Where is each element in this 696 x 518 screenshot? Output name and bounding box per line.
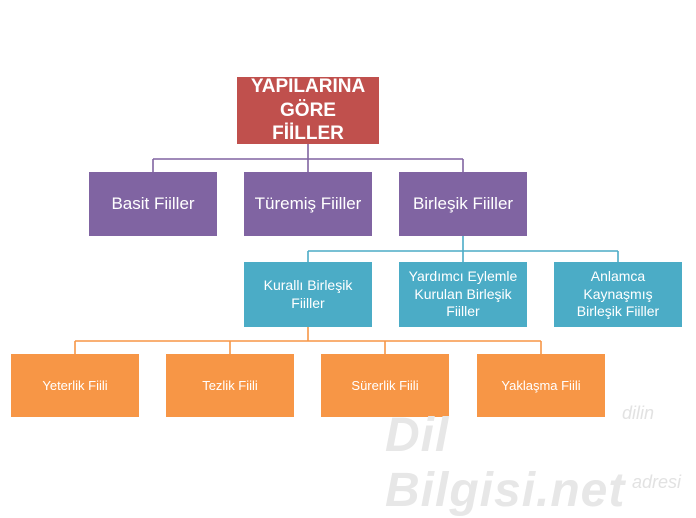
node-surerlik-fiili: Sürerlik Fiili	[321, 354, 449, 417]
node-basit-fiiller: Basit Fiiller	[89, 172, 217, 236]
node-yardimci-eylemle-kurulan: Yardımcı Eylemle Kurulan Birleşik Fiille…	[399, 262, 527, 327]
connector-lines	[74, 144, 619, 354]
watermark-top-text: dilin	[622, 403, 655, 423]
node-kuralli-line1: Kurallı Birleşik	[263, 277, 353, 293]
node-basit-fiiller-label: Basit Fiiller	[111, 193, 195, 213]
node-turemis-fiiller: Türemiş Fiiller	[244, 172, 372, 236]
node-kuralli-line2: Fiiller	[291, 294, 325, 311]
node-surerlik-fiili-label: Sürerlik Fiili	[351, 377, 419, 393]
node-anlamca-line3: Birleşik Fiiller	[576, 303, 660, 320]
node-anlamca-line1: Anlamca	[590, 268, 646, 285]
node-yardimci-line1: Yardımcı Eylemle	[408, 268, 518, 285]
node-birlesik-fiiller-label: Birleşik Fiiller	[412, 193, 514, 213]
node-yaklasma-fiili: Yaklaşma Fiili	[477, 354, 605, 417]
node-yardimci-line2: Kurulan Birleşik	[414, 285, 512, 302]
node-yaklasma-fiili-label: Yaklaşma Fiili	[501, 377, 581, 393]
node-anlamca-kaynasmis: Anlamca Kaynaşmış Birleşik Fiiller	[554, 262, 682, 327]
node-yardimci-line3: Fiiller	[446, 303, 480, 320]
node-birlesik-fiiller: Birleşik Fiiller	[399, 172, 527, 236]
root-node: YAPILARINA GÖRE FİİLLER	[237, 75, 379, 145]
node-yeterlik-fiili: Yeterlik Fiili	[11, 354, 139, 417]
composite-verbs-tree-diagram: YAPILARINA GÖRE FİİLLER Basit Fiiller Tü…	[11, 75, 682, 517]
node-tezlik-fiili-label: Tezlik Fiili	[202, 377, 258, 393]
node-kuralli-birlesik-fiiller: Kurallı Birleşik Fiiller	[244, 262, 372, 327]
node-turemis-fiiller-label: Türemiş Fiiller	[254, 193, 362, 213]
node-anlamca-line2: Kaynaşmış	[583, 285, 653, 302]
node-yeterlik-fiili-label: Yeterlik Fiili	[42, 377, 108, 393]
node-tezlik-fiili: Tezlik Fiili	[166, 354, 294, 417]
watermark-logo-text: Dil Bilgisi.net	[385, 409, 626, 517]
watermark-bottom-text: adresi	[632, 472, 682, 492]
root-node-line1: YAPILARINA	[250, 75, 366, 97]
root-node-line2: GÖRE FİİLLER	[272, 99, 344, 145]
